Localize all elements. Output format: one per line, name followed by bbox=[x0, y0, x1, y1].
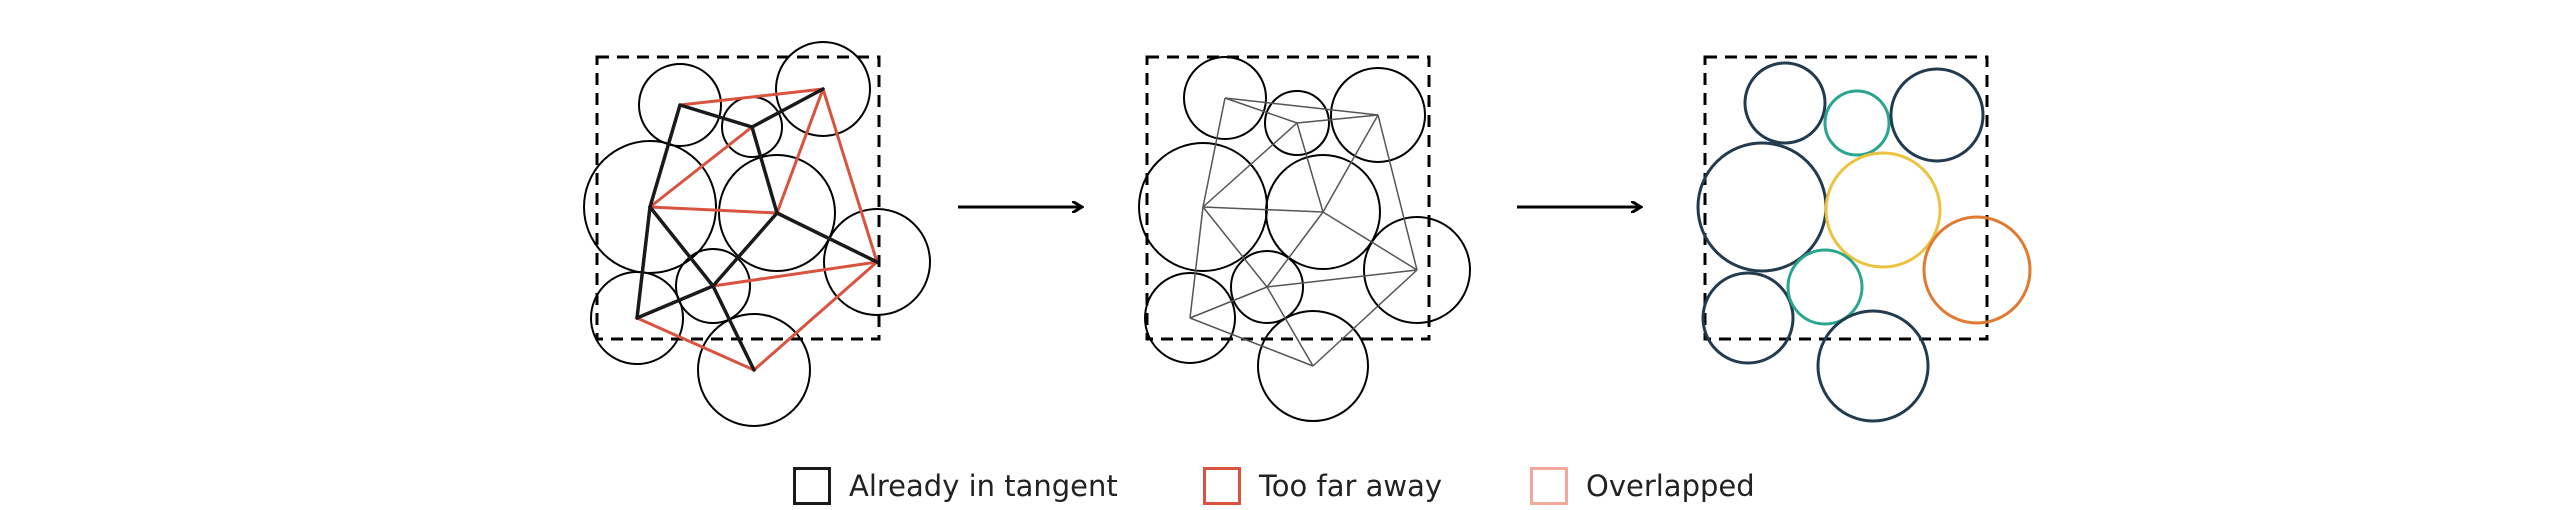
legend-item-overlapped: Overlapped bbox=[1530, 462, 1755, 510]
circle bbox=[1363, 216, 1471, 324]
circle bbox=[1183, 56, 1267, 140]
circle bbox=[1265, 154, 1381, 270]
circle-navy bbox=[1701, 271, 1795, 365]
edges-too-far bbox=[636, 87, 879, 372]
panel-triangulated bbox=[1138, 55, 1471, 422]
circle-yellow bbox=[1824, 151, 1942, 269]
circles bbox=[583, 41, 931, 427]
circle bbox=[1264, 90, 1330, 156]
panel-initial bbox=[583, 41, 931, 427]
legend-label: Too far away bbox=[1259, 469, 1443, 503]
circle bbox=[638, 63, 722, 147]
circle bbox=[718, 154, 836, 272]
legend-item-too-far: Too far away bbox=[1203, 462, 1442, 510]
legend-item-tangent: Already in tangent bbox=[793, 462, 1118, 510]
circle-teal bbox=[1786, 248, 1864, 326]
boundary-box bbox=[1703, 55, 1989, 341]
swatch-too-far bbox=[1203, 467, 1241, 505]
legend-label: Already in tangent bbox=[849, 469, 1118, 503]
circle bbox=[775, 41, 871, 137]
swatch-tangent bbox=[793, 467, 831, 505]
circle bbox=[675, 248, 751, 324]
circle-navy bbox=[1696, 141, 1828, 273]
edges-tangent bbox=[635, 87, 879, 372]
circle bbox=[823, 208, 931, 316]
circle-navy bbox=[1816, 309, 1930, 423]
boundary-box bbox=[1145, 55, 1431, 341]
panel-colored bbox=[1696, 55, 2032, 423]
circle bbox=[1330, 67, 1426, 163]
circles bbox=[1138, 56, 1471, 422]
circle-orange bbox=[1922, 215, 2032, 325]
circles bbox=[1696, 61, 2032, 423]
edges-triangulation bbox=[1189, 97, 1418, 367]
circle-teal bbox=[1823, 89, 1891, 157]
circle-packing-diagram bbox=[583, 41, 2032, 427]
circle-navy bbox=[1743, 61, 1827, 145]
circle bbox=[697, 313, 811, 427]
circle-navy bbox=[1889, 67, 1985, 163]
legend-label: Overlapped bbox=[1586, 469, 1755, 503]
circle bbox=[1257, 310, 1369, 422]
swatch-overlapped bbox=[1530, 467, 1568, 505]
circle bbox=[1144, 272, 1236, 364]
circle bbox=[1230, 250, 1304, 324]
circle bbox=[590, 271, 684, 365]
